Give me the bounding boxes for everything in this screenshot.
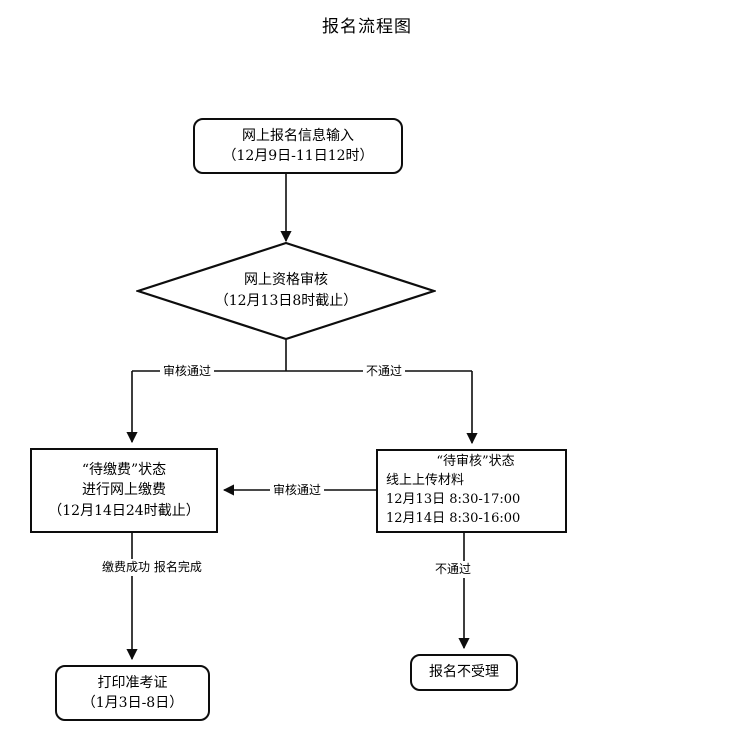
- node-line: （12月9日-11日12时）: [222, 148, 374, 164]
- node-line: “待审核”状态: [436, 454, 515, 470]
- edge-label-line: 缴费成功: [102, 560, 151, 574]
- node-line: 网上报名信息输入: [242, 127, 354, 144]
- page-title: 报名流程图: [322, 17, 412, 37]
- node-online-application: 网上报名信息输入 （12月9日-11日12时）: [193, 118, 403, 174]
- edge-label-line: 报名完成: [153, 560, 202, 574]
- node-qualification-review: 网上资格审核 （12月13日8时截止）: [136, 241, 436, 341]
- node-pending-review: “待审核”状态 线上上传材料 12月13日 8:30-17:00 12月14日 …: [376, 449, 567, 533]
- node-line: 线上上传材料: [386, 473, 465, 489]
- node-line: （12月14日24时截止）: [48, 502, 200, 519]
- node-line: 报名不受理: [429, 664, 499, 681]
- node-line: （12月13日8时截止）: [214, 293, 358, 309]
- node-line: 12月14日 8:30-16:00: [386, 510, 521, 526]
- node-line: 12月13日 8:30-17:00: [386, 492, 521, 507]
- node-application-rejected: 报名不受理: [410, 654, 518, 691]
- diamond-shape: [136, 241, 436, 341]
- node-line: 打印准考证: [97, 674, 168, 691]
- node-print-admission-ticket: 打印准考证 （1月3日-8日）: [55, 665, 210, 721]
- node-line: （1月3日-8日）: [81, 695, 184, 711]
- node-line: 进行网上缴费: [82, 482, 166, 499]
- edge-label-review-pass-middle: 审核通过: [270, 482, 325, 499]
- node-pending-payment: “待缴费”状态 进行网上缴费 （12月14日24时截止）: [30, 448, 218, 533]
- edge-label-review-fail-down: 不通过: [432, 561, 475, 578]
- node-line: 网上资格审核: [244, 272, 328, 288]
- edge-label-review-fail-right: 不通过: [363, 363, 406, 380]
- edge-label-payment-success: 缴费成功 报名完成: [99, 559, 205, 576]
- edge-label-review-pass-left: 审核通过: [160, 363, 215, 380]
- node-line: “待缴费”状态: [81, 462, 167, 479]
